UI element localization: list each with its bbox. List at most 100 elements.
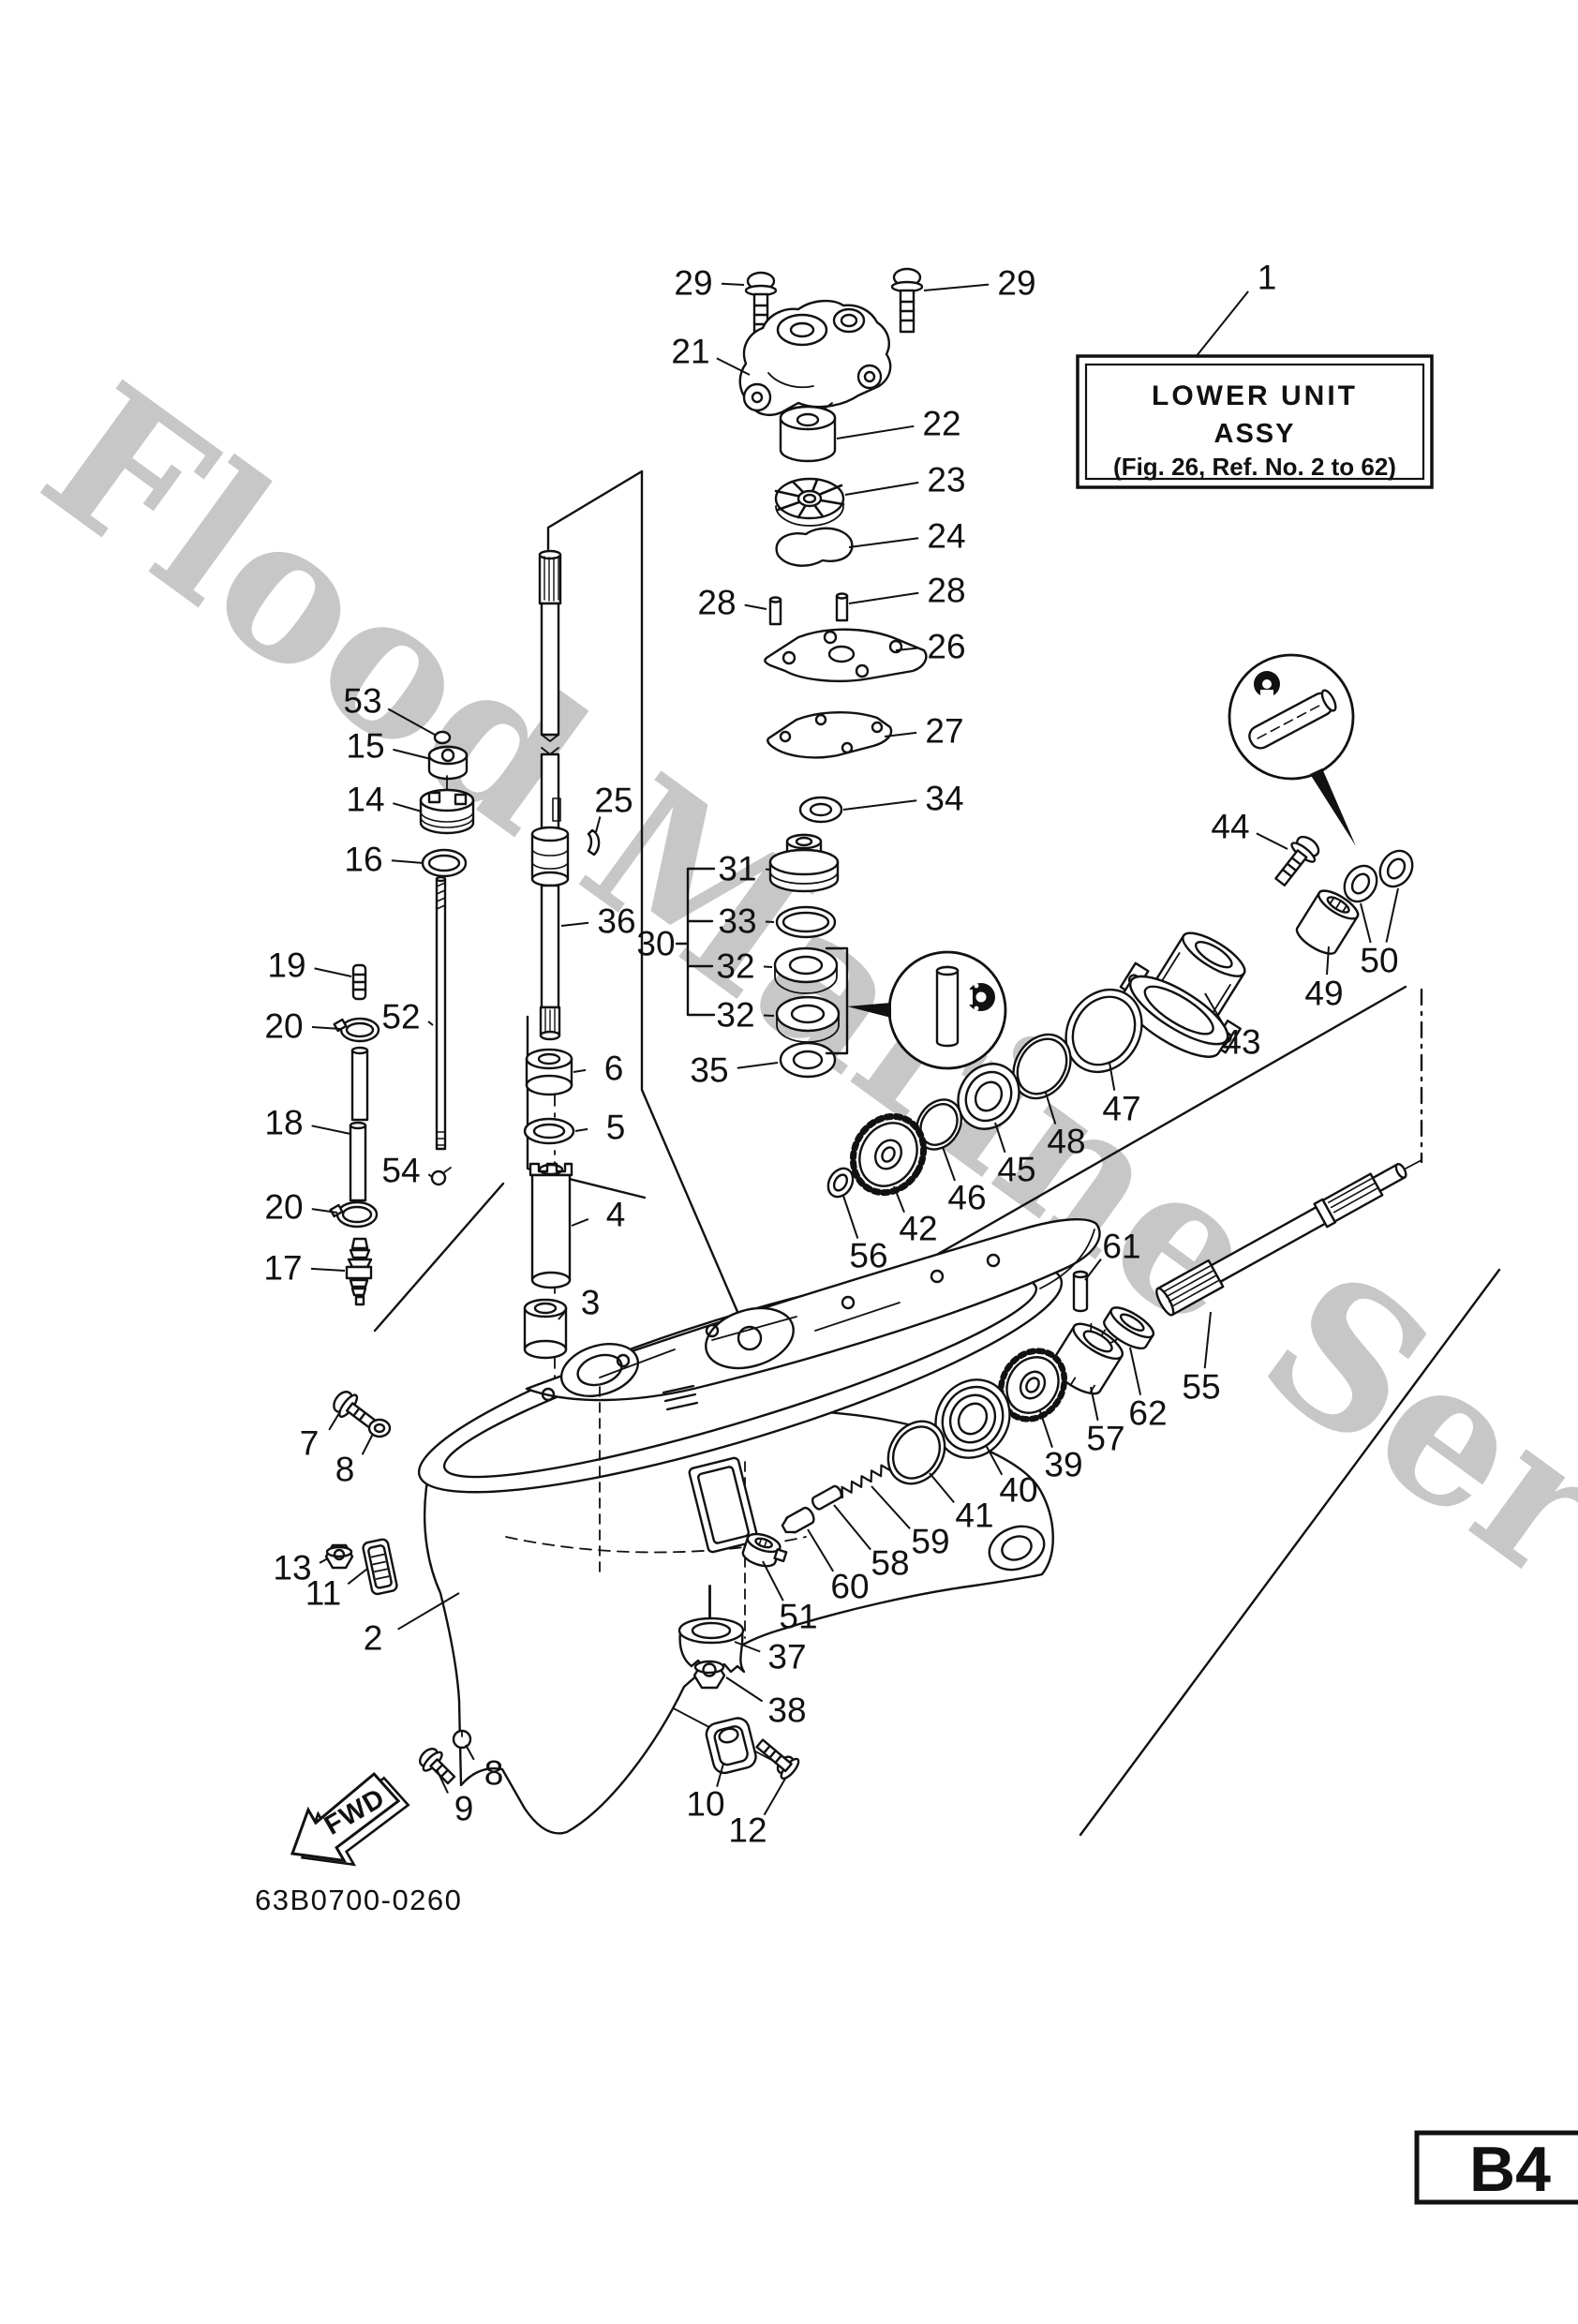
leader-line-39 <box>1039 1410 1053 1449</box>
leader-line-57 <box>1090 1386 1099 1422</box>
leader-line-54 <box>427 1173 433 1178</box>
assembly-label-line1: LOWER UNIT <box>1152 380 1358 411</box>
leader-line-5 <box>574 1127 588 1132</box>
callout-25: 25 <box>594 782 633 820</box>
fwd-arrow: FWD <box>290 1771 410 1867</box>
leader-line-38 <box>725 1676 764 1703</box>
leader-line-4 <box>571 1217 589 1227</box>
callout-39: 39 <box>1044 1446 1082 1484</box>
callout-57: 57 <box>1086 1420 1124 1458</box>
callout-4: 4 <box>606 1196 626 1234</box>
assembly-label-box: LOWER UNIT ASSY (Fig. 26, Ref. No. 2 to … <box>1076 354 1434 489</box>
callout-20: 20 <box>264 1007 303 1046</box>
leader-line-21 <box>716 357 751 376</box>
callout-36: 36 <box>597 902 635 941</box>
part-45-bearing <box>957 1063 1020 1130</box>
leader-line-46 <box>942 1146 956 1182</box>
leader-line-50 <box>1360 902 1372 944</box>
leader-line-8 <box>465 1744 475 1761</box>
callout-23: 23 <box>927 461 965 499</box>
part-17-fitting <box>345 1237 373 1306</box>
part-28-dowel-pins <box>768 592 849 626</box>
callout-60: 60 <box>830 1568 869 1606</box>
callout-26: 26 <box>927 628 965 666</box>
part-9-bolt <box>418 1747 456 1785</box>
detail-circle-pin-clip <box>1228 653 1356 846</box>
part-31-seal-housing <box>768 833 840 893</box>
drawing-number: 63B0700-0260 <box>255 1884 462 1916</box>
leader-line-7 <box>328 1412 340 1431</box>
leader-line-3 <box>558 1310 567 1320</box>
leader-line-17 <box>310 1267 346 1272</box>
part-49-needle-bearing <box>1295 889 1360 955</box>
part-4-sleeve <box>528 1162 573 1289</box>
part-22-insert <box>779 402 837 463</box>
leader-line-44 <box>1256 832 1288 850</box>
leader-line-20 <box>311 1208 338 1214</box>
leader-line-19 <box>314 967 352 977</box>
part-21-water-pump-housing <box>738 299 892 416</box>
part-37-spider <box>677 1585 746 1674</box>
part-8-washer <box>367 1418 392 1438</box>
callout-11: 11 <box>305 1574 341 1613</box>
part-59-spring <box>841 1464 892 1499</box>
part-52-shift-rod <box>435 875 447 1151</box>
callout-24: 24 <box>927 517 965 556</box>
callout-18: 18 <box>264 1104 303 1142</box>
callout-61: 61 <box>1102 1228 1140 1266</box>
part-44-stud <box>1274 835 1320 886</box>
callout-8: 8 <box>335 1451 355 1489</box>
callout-32: 32 <box>716 996 754 1035</box>
part-41-o-ring <box>886 1420 946 1485</box>
leader-line-1 <box>1191 290 1249 363</box>
part-43-bearing-housing <box>1119 931 1246 1058</box>
leader-line-11 <box>347 1568 368 1586</box>
leader-line-29 <box>923 283 990 291</box>
callout-42: 42 <box>899 1210 937 1248</box>
callout-35: 35 <box>690 1051 728 1090</box>
leader-line-47 <box>1109 1062 1116 1091</box>
part-11-grommet <box>362 1538 398 1596</box>
leader-line-9 <box>436 1768 449 1794</box>
assembly-label-line2: ASSY <box>1214 419 1296 449</box>
callout-2: 2 <box>364 1619 383 1658</box>
leader-line-51 <box>762 1560 784 1601</box>
callout-56: 56 <box>849 1237 887 1275</box>
callout-52: 52 <box>381 998 420 1036</box>
callout-12: 12 <box>728 1811 767 1850</box>
callout-17: 17 <box>263 1249 302 1288</box>
callout-45: 45 <box>997 1151 1035 1189</box>
part-53-clip <box>433 730 452 745</box>
part-50-oil-seals <box>1343 849 1414 903</box>
part-27-gasket <box>767 711 893 759</box>
leader-line-24 <box>848 537 919 548</box>
callout-6: 6 <box>604 1050 624 1088</box>
part-32-bearing-upper <box>773 946 839 994</box>
callout-48: 48 <box>1047 1123 1085 1161</box>
callout-44: 44 <box>1211 808 1249 846</box>
callout-30: 30 <box>636 925 675 963</box>
part-51-cap <box>741 1532 788 1568</box>
part-38-nut <box>692 1660 726 1690</box>
part-33-o-ring <box>775 905 837 939</box>
callout-27: 27 <box>925 712 963 751</box>
callout-22: 22 <box>922 405 960 443</box>
part-56-washer <box>826 1167 855 1199</box>
part-12-bolt <box>755 1738 800 1780</box>
part-3-bushing <box>523 1298 568 1360</box>
leader-line-15 <box>393 748 432 760</box>
leader-line-32 <box>763 965 773 968</box>
part-26-outer-plate <box>764 628 928 683</box>
part-10-anode <box>705 1717 757 1775</box>
leader-line-40 <box>985 1444 1004 1476</box>
part-23-impeller <box>774 477 845 527</box>
callout-49: 49 <box>1304 975 1343 1013</box>
leader-line-36 <box>560 921 589 927</box>
leader-line-12 <box>763 1778 786 1816</box>
callout-1: 1 <box>1258 259 1277 297</box>
leader-line-59 <box>871 1485 911 1529</box>
part-32-bearing-lower <box>775 995 841 1043</box>
callout-53: 53 <box>343 682 381 721</box>
